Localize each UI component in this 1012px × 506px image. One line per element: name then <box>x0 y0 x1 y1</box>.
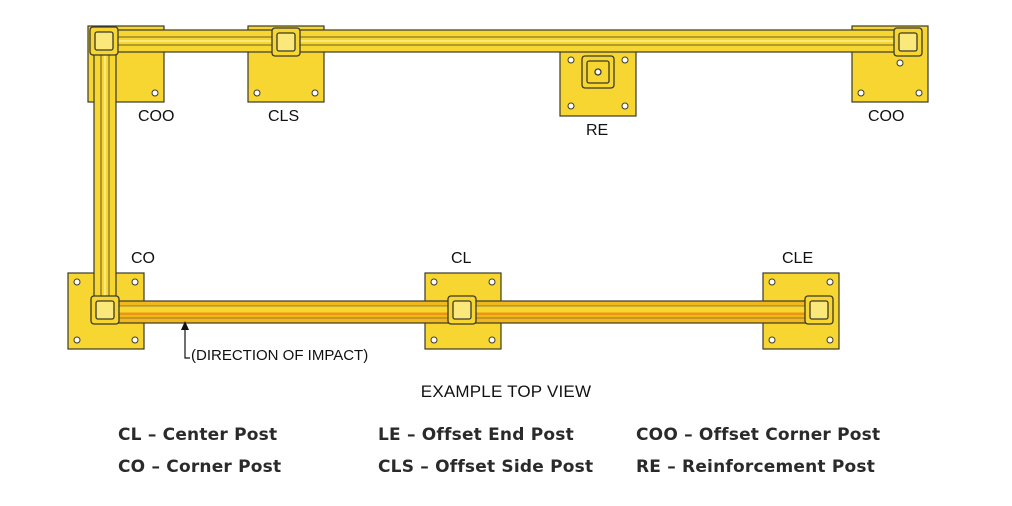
base-plates <box>67 25 929 350</box>
post-re <box>581 55 615 89</box>
left-vertical-rail <box>93 39 117 306</box>
top-rail <box>97 29 914 53</box>
diagram-title: EXAMPLE TOP VIEW <box>420 382 592 401</box>
legend-item-co: CO – Corner Post <box>118 457 282 477</box>
label-coo-left: COO <box>138 108 175 125</box>
label-co: CO <box>131 250 155 267</box>
label-cle: CLE <box>782 250 814 267</box>
legend-item-re: RE – Reinforcement Post <box>636 457 876 477</box>
legend-item-le: LE – Offset End Post <box>378 425 574 445</box>
label-cl: CL <box>451 250 472 267</box>
legend-item-coo: COO – Offset Corner Post <box>636 425 881 445</box>
label-coo-right: COO <box>868 108 905 125</box>
impact-arrow <box>181 321 190 359</box>
posts <box>89 26 923 325</box>
post-co <box>90 295 120 325</box>
post-cle <box>804 295 834 325</box>
barrier-top-view-diagram <box>67 25 929 359</box>
post-coo-left <box>89 26 119 56</box>
legend-item-cl: CL – Center Post <box>118 425 278 445</box>
post-cl <box>447 295 477 325</box>
post-coo-right <box>893 27 923 57</box>
legend-item-cls: CLS – Offset Side Post <box>378 457 594 477</box>
direction-of-impact-label: (DIRECTION OF IMPACT) <box>191 347 369 364</box>
post-cls <box>271 27 301 57</box>
label-re: RE <box>586 122 609 139</box>
label-cls: CLS <box>268 108 300 125</box>
